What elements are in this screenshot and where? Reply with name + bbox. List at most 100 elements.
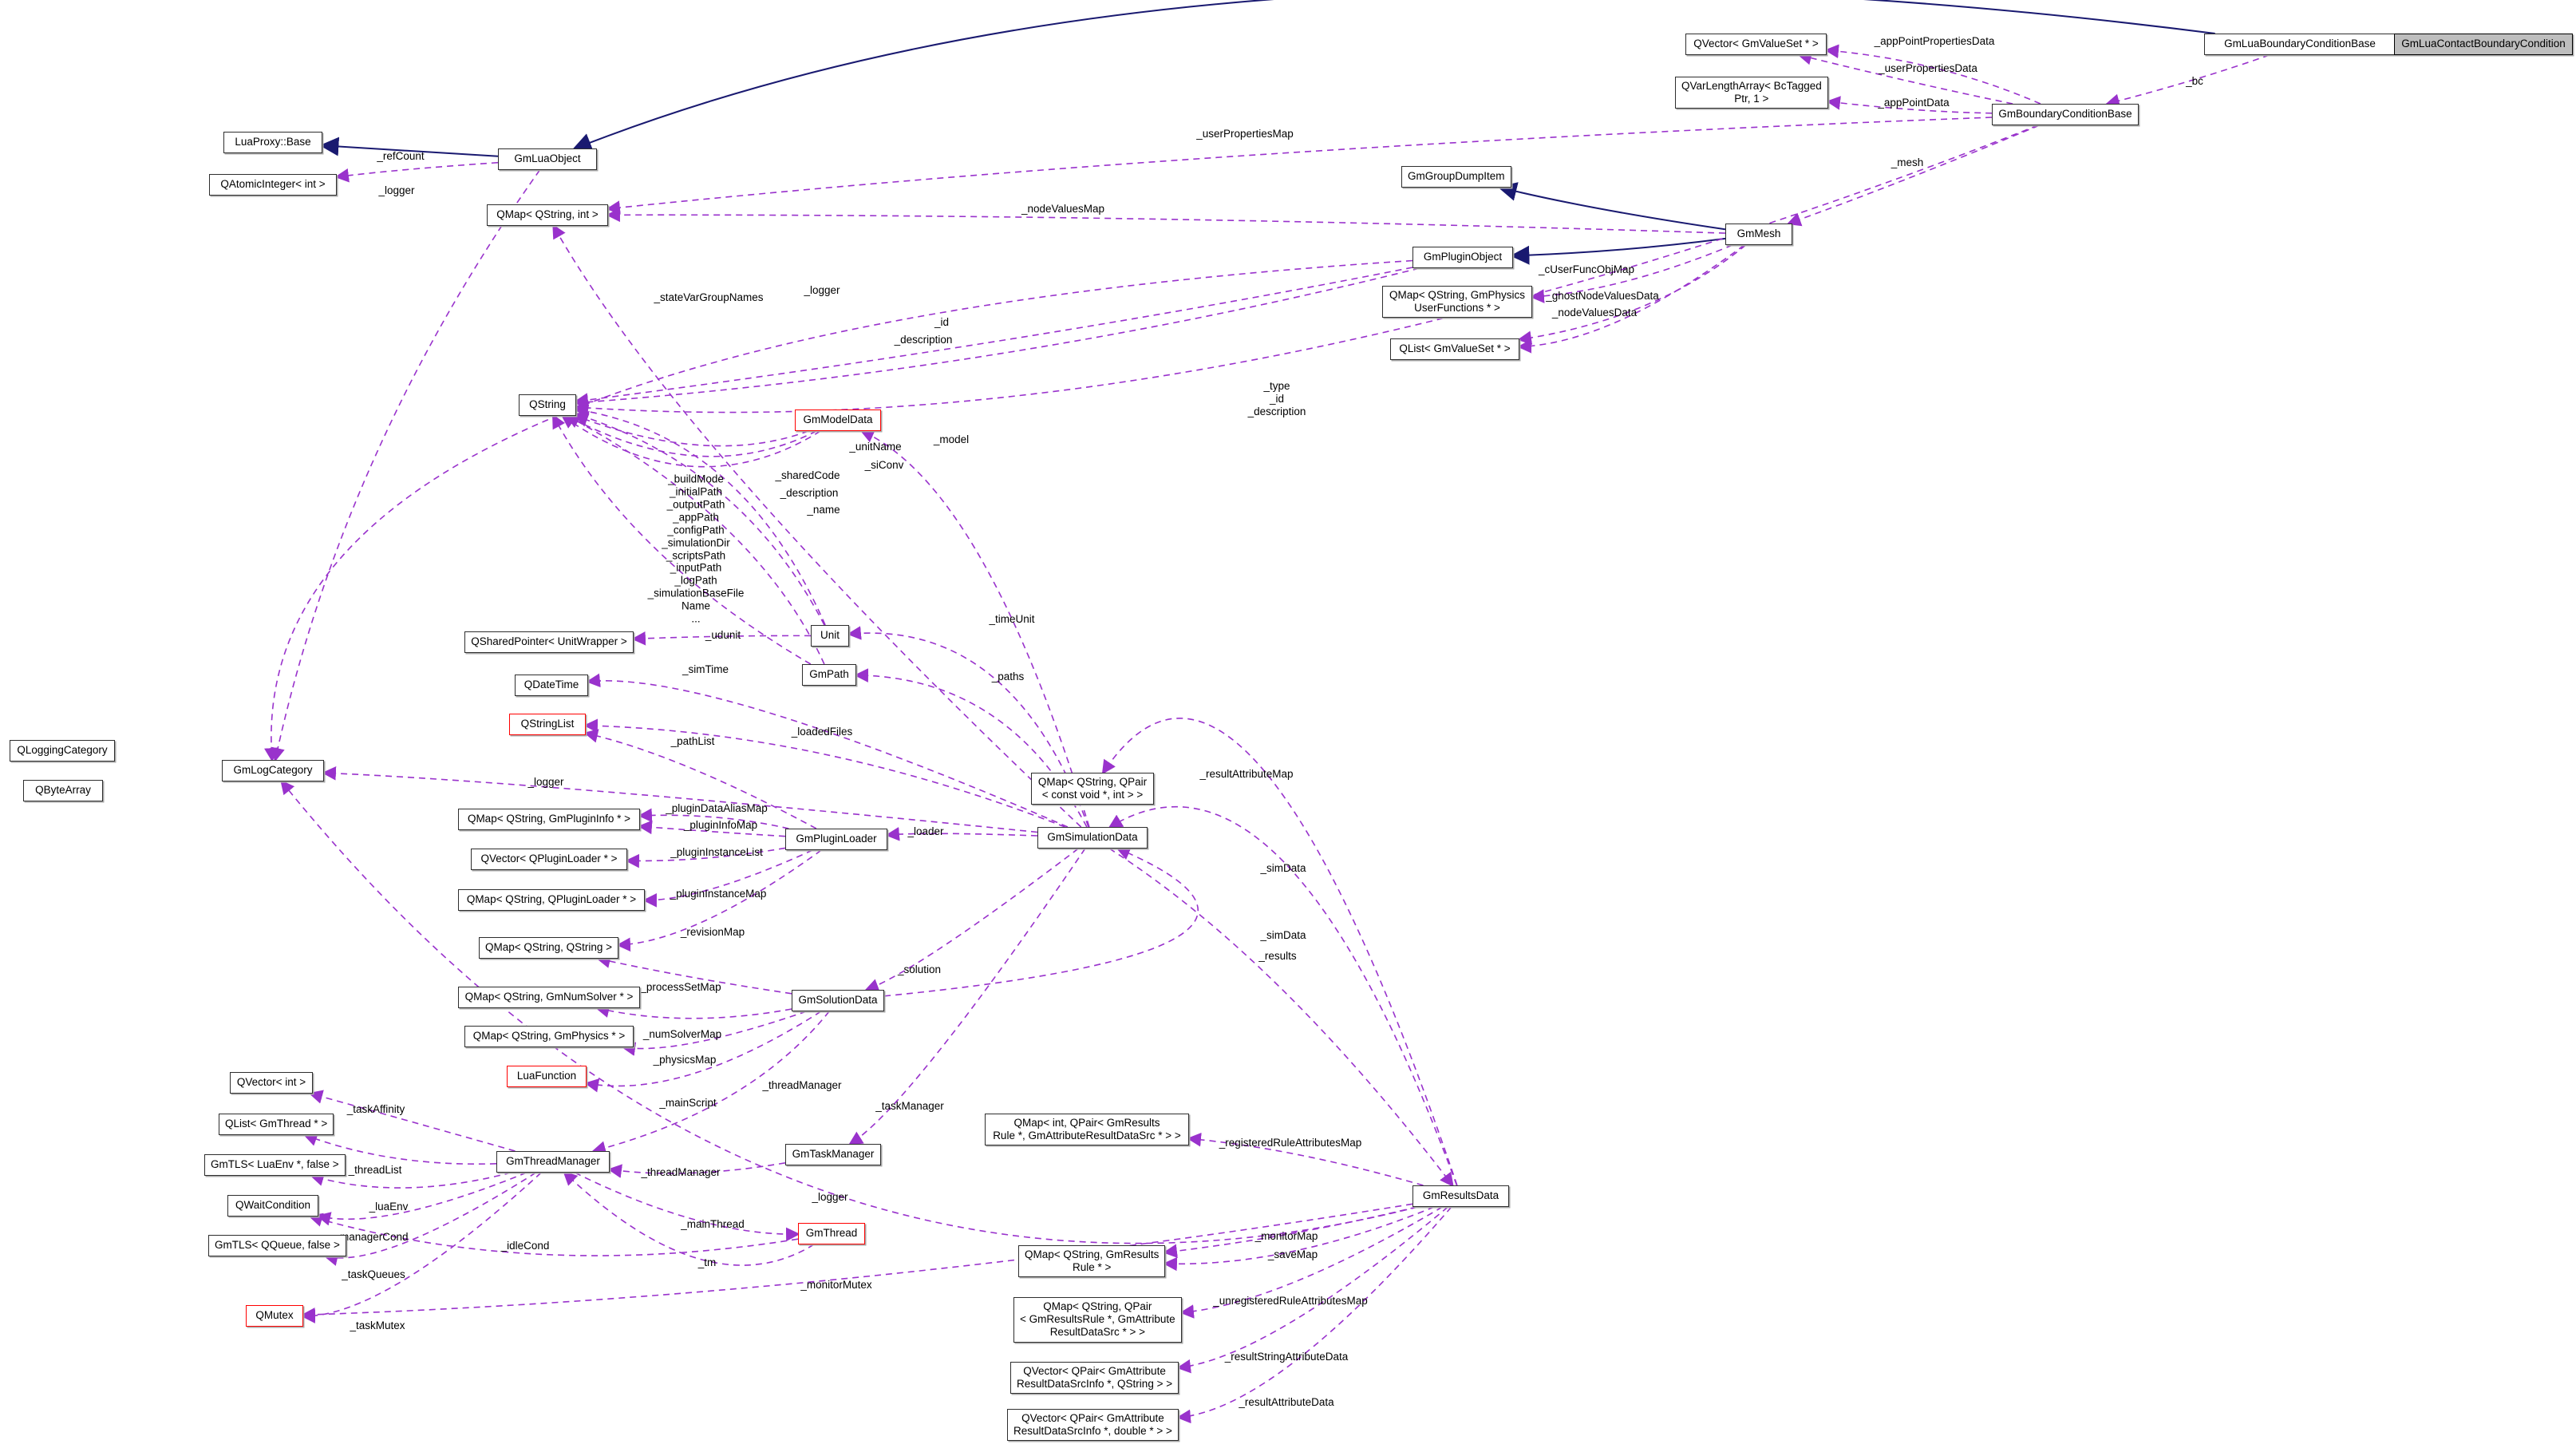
edge-label: _saveMap <box>1267 1248 1318 1261</box>
class-node-qvector_int[interactable]: QVector< int > <box>230 1072 313 1094</box>
class-node-qdatetime[interactable]: QDateTime <box>515 675 588 696</box>
class-node-gm_lua_object[interactable]: GmLuaObject <box>498 148 597 170</box>
usage-edge-gm_boundary_cb-qvector_gmvalueset <box>1824 44 2041 105</box>
class-node-gmtls_luaenv[interactable]: GmTLS< LuaEnv *, false > <box>204 1154 346 1176</box>
class-node-qmap_constvoid[interactable]: QMap< QString, QPair < const void *, int… <box>1031 773 1154 805</box>
class-node-gm_mesh[interactable]: GmMesh <box>1725 224 1792 245</box>
class-node-gm_task_manager[interactable]: GmTaskManager <box>785 1144 881 1165</box>
edge-label: _revisionMap <box>680 926 745 939</box>
edge-label: _taskAffinity <box>346 1103 405 1116</box>
usage-edge-unit-qstring <box>574 411 825 626</box>
usage-edge-gm_results_data-qmap_constvoid <box>1101 718 1458 1186</box>
edge-label: _type _id _description <box>1247 380 1306 417</box>
edge-label: _unregisteredRuleAttributesMap <box>1213 1295 1368 1308</box>
usage-edge-gm_thread_manager-qmutex <box>301 1172 542 1323</box>
class-node-qvector_qpair_qstring[interactable]: QVector< QPair< GmAttribute ResultDataSr… <box>1010 1362 1179 1395</box>
class-node-qmutex[interactable]: QMutex <box>246 1305 303 1327</box>
edge-label: _taskQueues <box>342 1268 405 1281</box>
edge-label: _luaEnv <box>369 1201 409 1213</box>
class-node-qvector_qpair_double[interactable]: QVector< QPair< GmAttribute ResultDataSr… <box>1007 1409 1179 1442</box>
edge-label: _logger <box>812 1191 848 1204</box>
usage-edge-gm_plugin_loader-qstringlist <box>583 729 817 829</box>
class-node-qvector_qpluginloader[interactable]: QVector< QPluginLoader * > <box>471 849 627 870</box>
edge-label: _loader <box>907 825 944 838</box>
class-node-qmap_gmnumsolver[interactable]: QMap< QString, GmNumSolver * > <box>458 987 640 1008</box>
edge-label: _threadManager <box>762 1079 842 1092</box>
edge-label: _appPointData <box>1878 97 1950 109</box>
class-node-gm_plugin_loader[interactable]: GmPluginLoader <box>785 829 887 850</box>
class-node-luaproxy_base[interactable]: LuaProxy::Base <box>223 132 322 153</box>
class-node-gm_simulation_data[interactable]: GmSimulationData <box>1037 827 1148 849</box>
class-node-gm_lua_contact_bc: GmLuaContactBoundaryCondition <box>2394 34 2573 55</box>
usage-edge-gm_thread_manager-gmtls_luaenv <box>310 1172 512 1189</box>
class-node-qsharedpointer_unitwrapper[interactable]: QSharedPointer< UnitWrapper > <box>464 631 634 653</box>
class-node-gm_model_data[interactable]: GmModelData <box>795 409 881 431</box>
usage-edge-gm_plugin_loader-qvector_qpluginloader <box>625 847 786 868</box>
class-node-qlist_gmthread[interactable]: QList< GmThread * > <box>219 1114 334 1135</box>
class-node-qbytearray[interactable]: QByteArray <box>23 780 103 801</box>
edge-label: _unitName <box>849 441 902 453</box>
class-node-gm_solution_data[interactable]: GmSolutionData <box>792 990 884 1011</box>
edge-label: _numSolverMap <box>642 1028 722 1041</box>
inheritance-edge-gm_lua_bcb-gm_lua_object <box>572 0 2215 152</box>
edge-label: _managerCond <box>334 1231 409 1244</box>
usage-edge-gm_path-qstring <box>565 414 825 665</box>
usage-edge-gm_model_data-qstring <box>574 413 809 447</box>
class-node-qvarlengtharray[interactable]: QVarLengthArray< BcTagged Ptr, 1 > <box>1675 77 1828 109</box>
class-node-gmtls_qqueue[interactable]: GmTLS< QQueue, false > <box>208 1235 346 1256</box>
edge-label: _loadedFiles <box>791 726 853 738</box>
usage-edge-gm_plugin_loader-qmap_qstring_qstring <box>616 849 822 952</box>
class-node-qmap_qpluginloader[interactable]: QMap< QString, QPluginLoader * > <box>458 889 645 911</box>
class-node-qmap_gmresultsrule[interactable]: QMap< QString, GmResults Rule * > <box>1018 1245 1166 1278</box>
class-node-qmap_qpair_resultsrule[interactable]: QMap< QString, QPair < GmResultsRule *, … <box>1013 1297 1182 1343</box>
usage-edge-gm_results_data-gm_log_category <box>280 779 1418 1244</box>
usage-edge-gm_results_data-qmap_qpair_resultsrule <box>1179 1206 1443 1319</box>
usage-edge-gm_simulation_data-gm_task_manager <box>848 848 1086 1145</box>
class-node-qmap_gmplugininfo[interactable]: QMap< QString, GmPluginInfo * > <box>458 809 640 830</box>
class-node-lua_function[interactable]: LuaFunction <box>507 1066 587 1087</box>
class-node-qatomicinteger[interactable]: QAtomicInteger< int > <box>209 174 337 196</box>
edge-label: _stateVarGroupNames <box>654 291 764 304</box>
class-node-gm_boundary_cb[interactable]: GmBoundaryConditionBase <box>1992 104 2139 125</box>
edge-label: _description <box>894 334 953 346</box>
usage-edge-gm_thread_manager-qwaitcondition <box>316 1172 527 1226</box>
class-node-qwaitcondition[interactable]: QWaitCondition <box>227 1195 318 1217</box>
class-node-unit[interactable]: Unit <box>811 625 849 647</box>
class-node-gm_plugin_object[interactable]: GmPluginObject <box>1412 247 1513 268</box>
class-node-qmap_qstring_qstring[interactable]: QMap< QString, QString > <box>479 937 619 959</box>
inheritance-edge-gm_lua_object-luaproxy_base <box>319 136 499 157</box>
class-node-qmap_int_qpair_results[interactable]: QMap< int, QPair< GmResults Rule *, GmAt… <box>985 1114 1189 1146</box>
class-node-qstringlist[interactable]: QStringList <box>509 714 586 735</box>
edge-label: _solution <box>897 963 942 976</box>
edge-label: _name <box>807 504 840 516</box>
class-node-qmap_physics_userfunctions[interactable]: QMap< QString, GmPhysics UserFunctions *… <box>1382 286 1532 318</box>
edge-label: _cUserFuncObjMap <box>1538 263 1635 276</box>
class-node-qvector_gmvalueset[interactable]: QVector< GmValueSet * > <box>1685 34 1827 55</box>
class-node-qlist_gmvalueset[interactable]: QList< GmValueSet * > <box>1390 338 1519 360</box>
usage-edge-gm_boundary_cb-qvarlengtharray <box>1826 96 1993 114</box>
class-node-gm_path[interactable]: GmPath <box>802 664 856 686</box>
class-node-qmap_gmphysics[interactable]: QMap< QString, GmPhysics * > <box>464 1026 634 1047</box>
edge-label: _refCount <box>377 150 425 163</box>
usage-edge-gm_plugin_loader-qmap_gmplugininfo <box>638 820 786 837</box>
usage-edge-gm_results_data-qvector_qpair_double <box>1176 1206 1452 1424</box>
class-node-gm_results_data[interactable]: GmResultsData <box>1412 1185 1509 1207</box>
edge-label: _siConv <box>864 459 904 472</box>
class-node-gm_thread[interactable]: GmThread <box>798 1223 865 1244</box>
class-node-gm_group_dump_item[interactable]: GmGroupDumpItem <box>1401 166 1511 188</box>
class-node-qstring[interactable]: QString <box>519 394 576 416</box>
usage-edge-gm_solution_data-gm_simulation_data <box>883 846 1199 997</box>
class-node-qmap_qstring_int[interactable]: QMap< QString, int > <box>487 204 608 226</box>
class-node-gm_lua_bcb[interactable]: GmLuaBoundaryConditionBase <box>2204 34 2396 55</box>
class-node-qloggingcategory[interactable]: QLoggingCategory <box>10 740 115 762</box>
usage-edge-gm_thread-qwaitcondition <box>308 1213 799 1256</box>
edge-label: _monitorMutex <box>800 1279 872 1292</box>
usage-edge-gm_results_data-gm_simulation_data <box>1108 806 1458 1186</box>
class-node-gm_log_category[interactable]: GmLogCategory <box>222 760 324 781</box>
class-node-gm_thread_manager[interactable]: GmThreadManager <box>496 1151 610 1173</box>
edge-label: _mesh <box>1891 156 1924 169</box>
edge-label: _pluginInstanceList <box>670 846 763 859</box>
edge-label: _monitorMap <box>1254 1230 1318 1243</box>
usage-edge-gm_boundary_cb-qvector_gmvalueset <box>1797 51 2013 105</box>
